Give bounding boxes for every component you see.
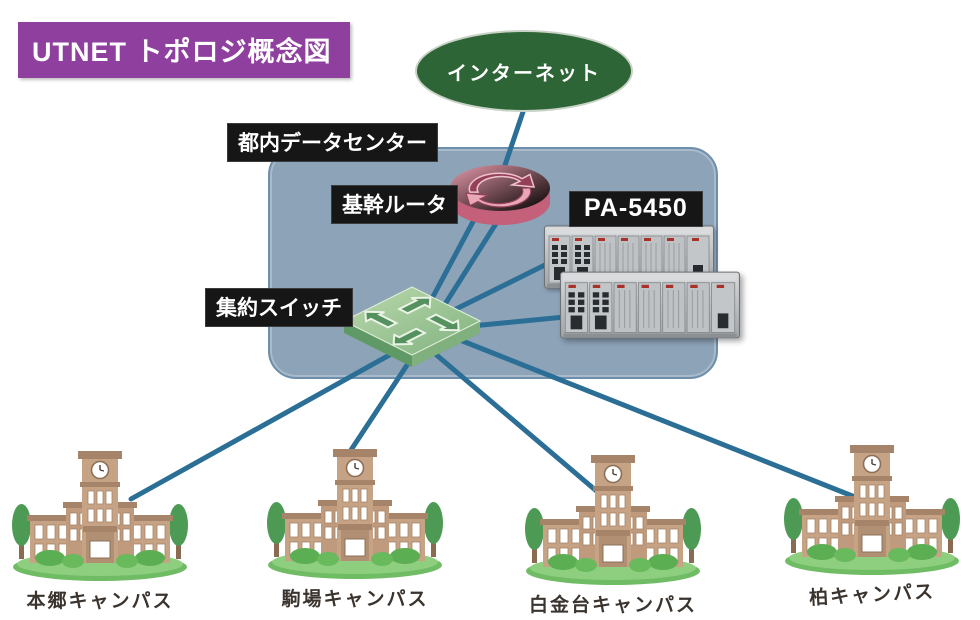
firewall-model-label: PA-5450 (569, 191, 703, 227)
aggregation-switch-label: 集約スイッチ (205, 288, 353, 327)
page-title: UTNET トポロジ概念図 (18, 22, 350, 78)
datacenter-label: 都内データセンター (227, 123, 438, 162)
core-router-icon (448, 160, 552, 228)
campus-shirokanedai: 白金台キャンパス (518, 449, 708, 617)
aggregation-switch-icon (341, 277, 483, 371)
campus-building-icon (523, 449, 703, 589)
campus-hongo-label: 本郷キャンパス (26, 591, 174, 612)
campus-hongo: 本郷キャンパス (5, 445, 195, 613)
campus-komaba-label: 駒場キャンパス (281, 589, 429, 610)
campus-shirokanedai-label: 白金台キャンパス (528, 595, 697, 616)
campus-kashiwa-label: 柏キャンパス (808, 581, 936, 610)
internet-node: インターネット (415, 30, 633, 112)
campus-kashiwa: 柏キャンパス (777, 439, 967, 609)
core-router-label: 基幹ルータ (331, 185, 458, 224)
internet-label: インターネット (447, 62, 601, 85)
campus-building-icon (265, 443, 445, 583)
campus-building-icon (782, 439, 962, 579)
firewall-appliance-2-icon (560, 271, 740, 341)
campus-komaba: 駒場キャンパス (260, 443, 450, 611)
campus-building-icon (10, 445, 190, 585)
